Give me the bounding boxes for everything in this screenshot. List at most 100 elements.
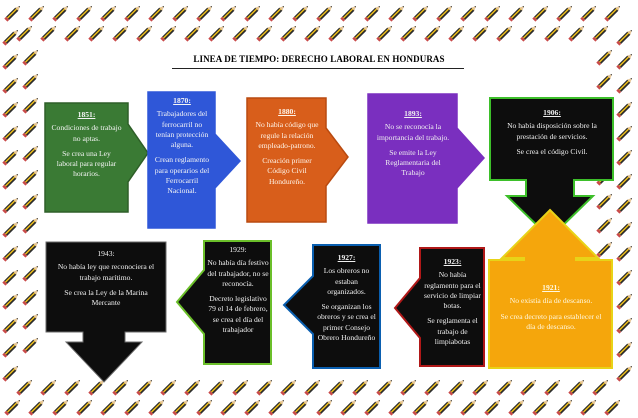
title-underline	[172, 68, 464, 69]
event-solution: Se emite la Ley Reglamentaria del Trabaj…	[385, 147, 441, 178]
pencil-icon	[496, 25, 513, 42]
pencil-icon	[292, 5, 309, 22]
event-problem: No había código que regule la relación e…	[255, 120, 319, 150]
pencil-icon	[196, 5, 213, 22]
pencil-icon	[22, 241, 39, 258]
pencil-icon	[580, 399, 597, 416]
pencil-icon	[4, 5, 21, 22]
pencil-icon	[220, 5, 237, 22]
pencil-icon	[304, 379, 321, 396]
arrow-1943	[45, 241, 167, 383]
pencil-icon	[22, 265, 39, 282]
pencil-icon	[76, 399, 93, 416]
event-problem: No había ley que reconociera el trabajo …	[57, 262, 155, 282]
pencil-icon	[448, 25, 465, 42]
pencil-icon	[352, 379, 369, 396]
pencil-icon	[412, 399, 429, 416]
pencil-icon	[616, 125, 633, 142]
pencil-icon	[136, 379, 153, 396]
event-year: 1921:	[542, 283, 560, 292]
event-year: 1906:	[543, 108, 561, 117]
pencil-icon	[40, 25, 57, 42]
pencil-icon	[100, 5, 117, 22]
pencil-icon	[2, 221, 19, 238]
event-solution: Se crea la Ley de la Marina Mercante	[64, 287, 148, 307]
event-1893: 1893: No se reconocía la importancia del…	[370, 104, 456, 214]
pencil-icon	[472, 379, 489, 396]
pencil-icon	[22, 97, 39, 114]
pencil-icon	[580, 5, 597, 22]
pencil-icon	[2, 101, 19, 118]
event-solution: Se crea el código Civil.	[516, 146, 588, 156]
arrow-1923	[393, 247, 485, 367]
pencil-icon	[280, 25, 297, 42]
pencil-icon	[616, 245, 633, 262]
pencil-icon	[2, 245, 19, 262]
pencil-icon	[616, 317, 633, 334]
event-year: 1923:	[443, 257, 462, 266]
pencil-icon	[124, 5, 141, 22]
event-solution: Se reglamenta el trabajo de limpiabotas	[427, 316, 478, 346]
pencil-icon	[2, 53, 19, 70]
arrow-1851	[44, 102, 149, 213]
pencil-icon	[160, 25, 177, 42]
pencil-icon	[2, 149, 19, 166]
pencil-icon	[556, 5, 573, 22]
pencil-icon	[472, 25, 489, 42]
page-title: LINEA DE TIEMPO: DERECHO LABORAL EN HOND…	[193, 54, 445, 64]
pencil-icon	[136, 25, 153, 42]
pencil-icon	[388, 5, 405, 22]
pencil-icon	[220, 399, 237, 416]
pencil-icon	[2, 173, 19, 190]
pencil-icon	[2, 317, 19, 334]
event-solution: Se crea decreto para establecer el día d…	[500, 311, 602, 331]
pencil-icon	[616, 365, 633, 382]
pencil-icon	[496, 379, 513, 396]
pencil-icon	[448, 379, 465, 396]
event-problem: No había disposición sobre la prestación…	[507, 121, 597, 141]
pencil-icon	[616, 101, 633, 118]
pencil-icon	[208, 25, 225, 42]
arrow-1921	[488, 208, 613, 369]
pencil-icon	[2, 29, 19, 46]
pencil-icon	[436, 5, 453, 22]
pencil-icon	[22, 169, 39, 186]
pencil-icon	[484, 399, 501, 416]
pencil-icon	[2, 197, 19, 214]
pencil-icon	[508, 5, 525, 22]
pencil-icon	[22, 73, 39, 90]
pencil-icon	[544, 25, 561, 42]
pencil-icon	[2, 269, 19, 286]
pencil-icon	[316, 5, 333, 22]
event-solution: Se crea una Ley laboral para regular hor…	[56, 148, 117, 179]
event-1923: 1923: No había reglamento para el servic…	[422, 252, 483, 364]
event-1880: 1880: No había código que regule la rela…	[249, 102, 325, 220]
pencil-icon	[28, 399, 45, 416]
pencil-icon	[568, 25, 585, 42]
pencil-icon	[40, 379, 57, 396]
pencil-icon	[508, 399, 525, 416]
pencil-icon	[16, 25, 33, 42]
event-year: 1880:	[278, 107, 296, 116]
pencil-icon	[244, 399, 261, 416]
pencil-icon	[160, 379, 177, 396]
pencil-icon	[616, 29, 633, 46]
pencil-icon	[616, 173, 633, 190]
event-year: 1927:	[337, 253, 356, 262]
event-problem: Condiciones de trabajo no aptas.	[51, 123, 122, 143]
arrow-1929	[175, 240, 272, 365]
event-problem: No había día festivo del trabajador, no …	[207, 258, 269, 288]
pencil-icon	[2, 125, 19, 142]
pencil-icon	[232, 25, 249, 42]
pencil-icon	[596, 241, 613, 258]
pencil-icon	[256, 379, 273, 396]
pencil-icon	[316, 399, 333, 416]
pencil-icon	[412, 5, 429, 22]
pencil-icon	[604, 399, 621, 416]
pencil-icon	[436, 399, 453, 416]
pencil-icon	[64, 379, 81, 396]
pencil-icon	[88, 379, 105, 396]
event-1929: 1929: No había día festivo del trabajado…	[206, 243, 270, 363]
event-solution: Decreto legislativo 79 el 14 de febrero,…	[208, 294, 268, 334]
